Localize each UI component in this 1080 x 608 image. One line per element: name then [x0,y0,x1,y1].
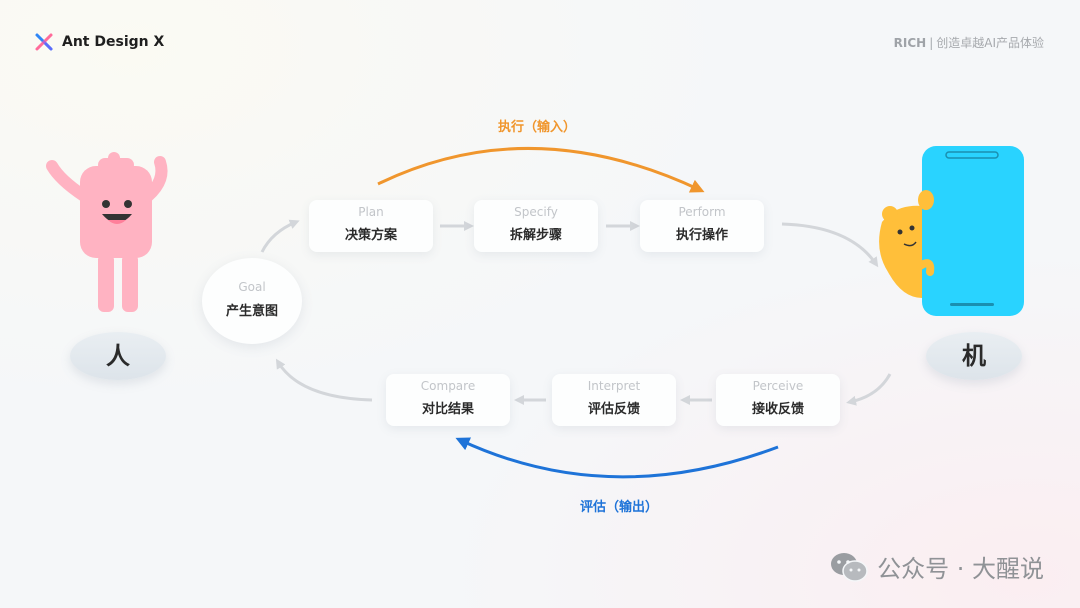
wechat-watermark: 公众号 · 大醒说 [829,549,1044,584]
goal-zh: 产生意图 [225,304,278,319]
step-interpret-zh: 评估反馈 [587,402,640,417]
tagline-prefix: RICH [893,36,927,50]
step-interpret-en: Interpret [587,379,641,393]
brand: Ant Design X [34,32,164,52]
brand-name: Ant Design X [62,34,165,50]
execute-arc [377,146,705,193]
execute-label: 执行（输入） [498,120,577,135]
tagline-separator: | [929,36,934,50]
step-interpret: Interpret 评估反馈 [552,374,676,426]
wechat-icon [831,552,868,582]
step-plan: Plan 决策方案 [309,200,433,252]
step-specify-zh: 拆解步骤 [509,228,562,243]
step-perceive-zh: 接收反馈 [751,402,804,417]
tagline-text: 创造卓越AI产品体验 [936,36,1044,50]
step-perform: Perform 执行操作 [640,200,764,252]
step-specify-en: Specify [514,205,558,219]
step-plan-zh: 决策方案 [344,228,397,243]
step-plan-en: Plan [358,205,384,219]
watermark-text: 公众号 · 大醒说 [877,555,1044,583]
human-figure-illustration [46,152,168,312]
robot-figure-illustration [879,190,935,298]
step-compare: Compare 对比结果 [386,374,510,426]
step-specify: Specify 拆解步骤 [474,200,598,252]
machine-label: 机 [926,332,1022,380]
evaluate-label: 评估（输出） [580,500,659,515]
step-compare-zh: 对比结果 [421,402,474,417]
step-compare-en: Compare [420,379,476,393]
human-label: 人 [70,332,166,380]
goal-en: Goal [238,280,266,294]
arrow-machine-to-perceive [846,373,892,406]
evaluate-arc [455,437,779,479]
step-perform-zh: 执行操作 [675,228,728,243]
step-perceive-en: Perceive [752,379,804,393]
goal-node: Goal 产生意图 [202,258,302,344]
arrow-perform-to-machine [781,222,879,268]
tagline: RICH|创造卓越AI产品体验 [894,34,1044,51]
ant-design-x-logo-icon [35,33,53,51]
arrow-compare-to-goal [275,358,373,402]
phone-illustration [922,146,1024,316]
step-perceive: Perceive 接收反馈 [716,374,840,426]
arrow-goal-to-plan [260,219,300,253]
step-perform-en: Perform [678,205,726,219]
